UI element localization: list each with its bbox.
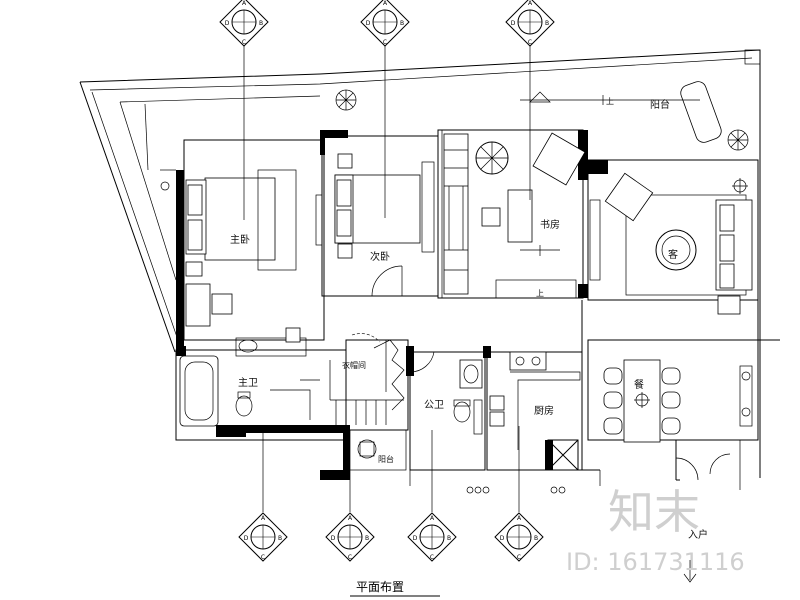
living-room-furniture [604, 172, 753, 315]
label-terrace: 阳台 [650, 98, 670, 111]
index-marker-letter: B [534, 535, 538, 542]
kitchen-fixtures [509, 351, 581, 471]
index-marker-bottom-3: A B C D [407, 512, 457, 562]
dining-furniture [603, 359, 753, 443]
label-public-bath: 公卫 [424, 400, 444, 411]
index-leader-lines [243, 46, 531, 512]
index-marker-letter: C [528, 39, 532, 46]
index-marker-letter: D [413, 535, 418, 542]
study-furniture [475, 132, 601, 299]
wardrobe [443, 133, 469, 295]
index-marker-letter: A [261, 515, 266, 522]
watermark-id: ID: 161731116 [566, 548, 745, 576]
index-marker-letter: C [242, 39, 246, 46]
label-up-study: 上 [536, 289, 544, 298]
public-bath-fixtures [409, 351, 505, 435]
index-marker-letter: A [242, 0, 247, 7]
label-dining: 餐 [634, 378, 644, 391]
master-bath-fixtures [179, 327, 320, 427]
index-marker-letter: B [259, 20, 263, 27]
index-marker-top-3: A B C D [505, 0, 555, 47]
second-bedroom-furniture [315, 153, 435, 297]
room-labels: 主卧 次卧 书房 客 阳台 主卫 衣帽间 公卫 厨房 餐 阳台 入户 上 上 [230, 97, 708, 541]
index-marker-letter: C [261, 554, 265, 561]
watermark: 知末 ID: 161731116 [566, 485, 745, 576]
index-marker-letter: A [517, 515, 522, 522]
watermark-logo: 知末 [608, 485, 700, 539]
label-kitchen: 厨房 [534, 404, 554, 417]
index-marker-letter: D [511, 20, 516, 27]
label-study: 书房 [540, 218, 560, 231]
index-markers: A B C D A B C D A B C D A B C D A B C D A B C D A B C D [219, 0, 555, 562]
index-marker-letter: B [365, 535, 369, 542]
drawing-caption: 平面布置 [350, 580, 440, 597]
index-marker-top-1: A B C D [219, 0, 269, 47]
label-second-bedroom: 次卧 [370, 250, 390, 263]
partitions [175, 129, 780, 471]
label-closet: 衣帽间 [342, 360, 366, 370]
index-marker-letter: B [400, 20, 404, 27]
index-marker-bottom-1: A B C D [238, 512, 288, 562]
walk-in-closet [329, 333, 405, 425]
index-marker-letter: C [430, 554, 434, 561]
label-living-room: 客 [668, 248, 678, 261]
index-marker-letter: D [500, 535, 505, 542]
index-marker-letter: B [278, 535, 282, 542]
index-marker-letter: B [447, 535, 451, 542]
index-marker-letter: D [225, 20, 230, 27]
index-marker-letter: A [528, 0, 533, 7]
label-balcony: 阳台 [378, 454, 394, 464]
index-marker-letter: D [366, 20, 371, 27]
index-marker-letter: A [383, 0, 388, 7]
index-marker-letter: C [517, 554, 521, 561]
index-marker-letter: B [545, 20, 549, 27]
small-balcony [349, 429, 407, 471]
index-marker-letter: C [383, 39, 387, 46]
label-entrance: 入户 [688, 528, 708, 541]
master-bedroom-furniture [160, 169, 297, 327]
index-marker-letter: A [430, 515, 435, 522]
caption-title: 平面布置 [356, 580, 404, 594]
index-marker-bottom-2: A B C D [325, 512, 375, 562]
index-marker-top-2: A B C D [360, 0, 410, 47]
label-up-terrace: 上 [606, 97, 614, 106]
index-marker-letter: D [244, 535, 249, 542]
outer-terrace-outline [79, 49, 761, 478]
index-marker-bottom-4: A B C D [494, 512, 544, 562]
index-marker-letter: A [348, 515, 353, 522]
index-marker-letter: C [348, 554, 352, 561]
entrance [409, 439, 741, 583]
terrace-furniture [335, 81, 749, 151]
label-master-bedroom: 主卧 [230, 233, 250, 246]
index-marker-letter: D [331, 535, 336, 542]
label-master-bath: 主卫 [238, 377, 258, 389]
